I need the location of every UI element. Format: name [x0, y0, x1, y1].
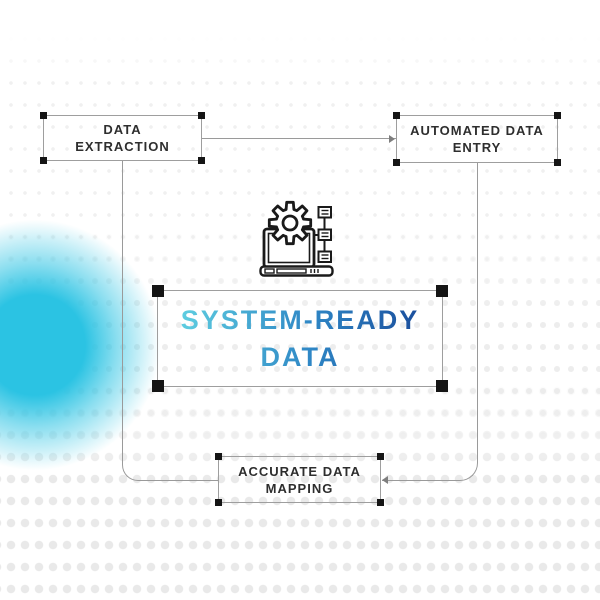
diagram-title-line1: SYSTEM-READY — [180, 304, 420, 335]
node-label-line2: MAPPING — [265, 480, 334, 496]
node-label-line1: DATA — [103, 122, 142, 137]
corner-handle — [554, 159, 561, 166]
corner-handle — [198, 112, 205, 119]
corner-handle — [436, 380, 448, 392]
node-accurate-data-mapping: ACCURATE DATA MAPPING — [215, 453, 384, 506]
arrowhead-right-icon — [389, 135, 395, 143]
node-automated-data-entry: AUTOMATED DATA ENTRY — [393, 112, 561, 166]
laptop-gear-flow-icon — [259, 200, 345, 278]
diagram-title-line2: DATA — [260, 341, 340, 372]
gear-icon — [267, 200, 313, 246]
corner-handle — [377, 453, 384, 460]
laptop-base-icon — [259, 265, 334, 277]
node-data-extraction: DATA EXTRACTION — [40, 112, 205, 164]
corner-handle — [554, 112, 561, 119]
corner-handle — [377, 499, 384, 506]
corner-handle — [152, 285, 164, 297]
cyan-glow — [0, 213, 167, 477]
node-label-line1: AUTOMATED DATA — [410, 123, 544, 138]
corner-handle — [393, 112, 400, 119]
corner-handle — [393, 159, 400, 166]
diagram-title: SYSTEM-READY DATA — [181, 302, 420, 376]
node-label-automated-data-entry: AUTOMATED DATA ENTRY — [410, 122, 544, 156]
node-label-line2: EXTRACTION — [75, 139, 170, 154]
corner-handle — [215, 499, 222, 506]
node-system-ready-data: SYSTEM-READY DATA — [152, 285, 448, 392]
corner-handle — [40, 157, 47, 164]
node-label-line2: ENTRY — [452, 140, 502, 155]
flow-squares-icon — [314, 206, 332, 263]
node-label-line1: ACCURATE DATA — [238, 463, 361, 479]
connector-extraction-to-entry — [202, 138, 396, 139]
node-label-data-extraction: DATA EXTRACTION — [75, 121, 170, 155]
corner-handle — [215, 453, 222, 460]
corner-handle — [436, 285, 448, 297]
corner-handle — [152, 380, 164, 392]
corner-handle — [40, 112, 47, 119]
arrowhead-left-icon — [382, 476, 388, 484]
corner-handle — [198, 157, 205, 164]
node-label-accurate-data-mapping: ACCURATE DATA MAPPING — [238, 463, 361, 497]
